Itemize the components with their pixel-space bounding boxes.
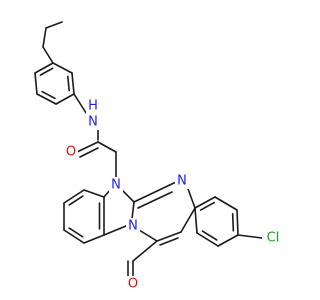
- chlorophenyl-bond: [196, 232, 219, 247]
- imid-bond: [120, 188, 135, 203]
- imid-bond: [131, 201, 135, 220]
- amide-hydrogen-label: H: [88, 99, 98, 114]
- benzo-bond: [83, 234, 105, 244]
- ketone-oxygen-label: O: [128, 277, 138, 292]
- phenyl-nh-bond: [73, 93, 89, 117]
- chlorophenyl-bond: [236, 209, 239, 236]
- pyr-double-bond: [137, 191, 173, 209]
- double-bond-inner: [68, 195, 84, 206]
- amide-nitrogen-label: N: [88, 115, 98, 130]
- phenyl-bond: [34, 62, 54, 74]
- pyr-bond: [138, 229, 158, 242]
- imid-bond: [103, 225, 127, 236]
- double-bond-inner: [231, 212, 235, 232]
- double-bond-inner: [39, 67, 54, 76]
- atom-labels: N H O N N N O Cl: [64, 98, 284, 292]
- phenyl-bond: [52, 62, 73, 74]
- chlorophenyl-bond: [214, 196, 238, 211]
- pyr-bond: [180, 207, 196, 233]
- bridgehead-nitrogen-label: N: [128, 219, 138, 234]
- pyr-bond: [156, 231, 182, 242]
- carbonyl-double-bond: [79, 147, 99, 158]
- imidazole-nitrogen-label: N: [111, 178, 121, 193]
- benzo-bond: [83, 189, 105, 198]
- phenyl-bond: [71, 72, 75, 95]
- carbonyl-ch2-bond: [97, 141, 117, 153]
- pyrimidine-nitrogen-label: N: [177, 174, 187, 189]
- double-bond-inner: [41, 90, 56, 100]
- phenyl-bond: [36, 93, 57, 105]
- benzo-bond: [63, 189, 85, 204]
- double-bond-inner: [68, 227, 84, 238]
- phenyl-bond: [34, 72, 38, 95]
- pyr-bond: [133, 181, 177, 203]
- double-bond-inner: [201, 230, 218, 241]
- benzo-bond: [63, 229, 85, 244]
- double-bond-inner: [67, 75, 70, 92]
- ethyl-ch2-bond: [42, 27, 47, 48]
- structure-diagram: N H O N N N O Cl: [34, 21, 284, 292]
- molecule-canvas: N H O N N N O Cl: [34, 21, 284, 292]
- chlorophenyl-bond: [194, 207, 198, 234]
- pyr-bond: [186, 185, 196, 209]
- chlorophenyl-bond: [217, 234, 239, 247]
- chlorophenyl-bond: [194, 196, 216, 209]
- ethyl-ch3-bond: [45, 21, 63, 29]
- ketone-bond: [132, 240, 158, 262]
- chlorine-label: Cl: [267, 231, 280, 246]
- double-bond-inner: [199, 201, 216, 211]
- ethyl-ring-bond: [42, 46, 54, 64]
- carbonyl-oxygen-label: O: [66, 145, 76, 160]
- phenyl-bond: [55, 93, 75, 105]
- bonds: [34, 21, 263, 279]
- pyr-double-bond: [159, 237, 179, 246]
- chlorine-bond: [237, 234, 263, 239]
- carbonyl-bond: [76, 141, 99, 153]
